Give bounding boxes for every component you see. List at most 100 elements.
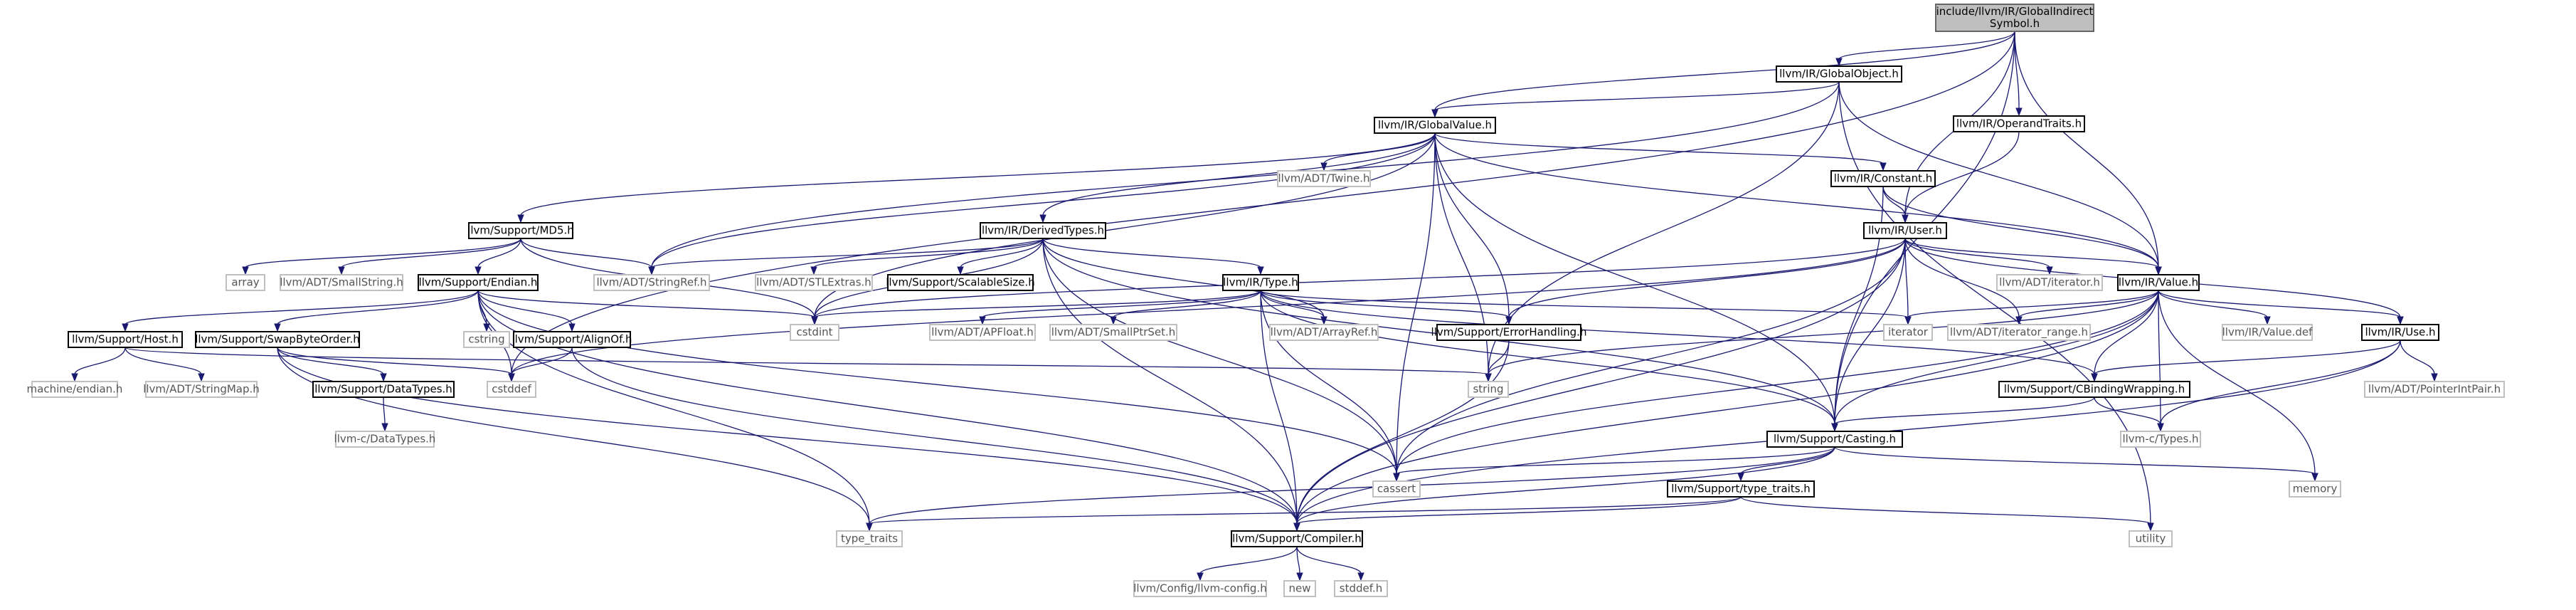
edge-swapbyteorder-to-datatypes	[277, 347, 387, 382]
node-stddef: stddef.h	[1334, 580, 1388, 597]
node-label: llvm/Support/Endian.h	[419, 276, 538, 289]
node-label: memory	[2293, 483, 2338, 495]
edge-md5-to-endian	[475, 238, 521, 275]
node-box	[755, 274, 873, 291]
edge-derivedtypes-to-cassert	[1042, 238, 1400, 482]
edge-layer	[71, 31, 2438, 582]
node-box	[2361, 324, 2439, 341]
node-box	[463, 331, 510, 348]
edge-host-to-machineendian	[71, 347, 126, 382]
edge-globalvalue-to-constant	[1434, 132, 1887, 172]
node-box	[487, 381, 536, 398]
edge-typetraitsh-to-compiler	[1293, 496, 1742, 532]
node-stlextras: llvm/ADT/STLExtras.h	[755, 274, 873, 291]
edge-typetraitsh-to-type_traits	[866, 496, 1742, 532]
node-label: llvm/ADT/APFloat.h	[931, 326, 1034, 339]
node-label: type_traits	[841, 532, 898, 546]
node-label: llvm-c/Types.h	[2122, 433, 2198, 446]
edge-md5-to-array	[242, 238, 521, 275]
node-box	[2364, 381, 2505, 398]
node-typetraitsh[interactable]: llvm/Support/type_traits.h	[1667, 480, 1815, 498]
node-label: llvm/ADT/ArrayRef.h	[1271, 326, 1378, 339]
node-box	[1947, 324, 2091, 341]
node-array: array	[226, 274, 265, 291]
edge-globalvalue-to-string	[1434, 132, 1492, 382]
node-globalvalue[interactable]: llvm/IR/GlobalValue.h	[1374, 117, 1496, 134]
node-scalablesize[interactable]: llvm/Support/ScalableSize.h	[886, 274, 1035, 291]
edge-value-to-casting	[1831, 290, 2159, 432]
node-label: new	[1288, 582, 1310, 595]
edge-value-to-ctypes	[2157, 290, 2164, 432]
edge-derivedtypes-to-stlextras	[810, 238, 1044, 275]
node-arrayref: llvm/ADT/ArrayRef.h	[1269, 324, 1379, 341]
edge-globalvalue-to-cstdint	[811, 132, 1436, 325]
edge-type-to-cassert	[1260, 290, 1400, 482]
node-type[interactable]: llvm/IR/Type.h	[1222, 274, 1299, 291]
node-machineendian: machine/endian.h	[27, 381, 122, 398]
node-smallptrset: llvm/ADT/SmallPtrSet.h	[1049, 324, 1177, 341]
edge-globalobject-to-globalvalue	[1431, 81, 1840, 118]
node-smallstring: llvm/ADT/SmallString.h	[280, 274, 403, 291]
node-label: llvm/ADT/Twine.h	[1278, 172, 1369, 185]
node-box	[280, 274, 403, 291]
node-label: llvm/Support/Compiler.h	[1232, 532, 1362, 545]
node-box	[2222, 324, 2313, 341]
node-alignof[interactable]: llvm/Support/AlignOf.h	[512, 331, 632, 348]
node-box	[2129, 530, 2173, 547]
node-casting[interactable]: llvm/Support/Casting.h	[1766, 431, 1903, 448]
node-label: llvm/IR/User.h	[1868, 224, 1942, 237]
node-swapbyteorder[interactable]: llvm/Support/SwapByteOrder.h	[195, 331, 360, 348]
node-iteratorrange: llvm/ADT/iterator_range.h	[1947, 324, 2091, 341]
node-label: llvm/ADT/iterator_range.h	[1950, 326, 2088, 340]
edge-user-to-errorhandling	[1505, 238, 1906, 325]
node-label: llvm-c/DataTypes.h	[334, 433, 436, 446]
node-type_traits: type_traits	[836, 530, 903, 547]
node-box	[1953, 115, 2085, 132]
node-twine: llvm/ADT/Twine.h	[1277, 170, 1371, 187]
node-label: array	[231, 276, 259, 289]
edge-type-to-apfloat	[979, 290, 1261, 325]
node-label: llvm/ADT/StringRef.h	[596, 276, 706, 289]
node-cstddef: cstddef	[487, 381, 536, 398]
node-box	[1863, 222, 1947, 239]
node-box	[887, 274, 1034, 291]
node-label: Symbol.h	[1990, 17, 2040, 30]
node-box	[2289, 480, 2341, 498]
node-label: utility	[2136, 532, 2166, 545]
node-label: llvm/Support/Casting.h	[1774, 433, 1896, 446]
node-label: llvm/ADT/SmallString.h	[280, 276, 403, 289]
node-user[interactable]: llvm/IR/User.h	[1863, 222, 1947, 239]
edge-type-to-smallptrset	[1110, 290, 1261, 325]
node-box	[1468, 381, 1509, 398]
node-errorhandling[interactable]: llvm/Support/ErrorHandling.h	[1431, 324, 1587, 341]
node-label: llvm/Config/llvm-config.h	[1133, 582, 1266, 595]
edge-derivedtypes-to-scalablesize	[957, 238, 1044, 275]
node-constant[interactable]: llvm/IR/Constant.h	[1830, 170, 1936, 187]
node-new: new	[1283, 580, 1316, 597]
edge-derivedtypes-to-stringref	[648, 238, 1044, 275]
node-derivedtypes[interactable]: llvm/IR/DerivedTypes.h	[980, 222, 1106, 239]
node-value[interactable]: llvm/IR/Value.h	[2117, 274, 2200, 291]
node-md5[interactable]: llvm/Support/MD5.h	[467, 222, 574, 239]
node-label: llvm/Support/AlignOf.h	[512, 333, 632, 346]
node-box	[195, 331, 360, 348]
node-box	[1667, 480, 1815, 498]
node-box	[31, 381, 118, 398]
node-endian[interactable]: llvm/Support/Endian.h	[418, 274, 539, 291]
node-box	[790, 324, 839, 341]
node-compiler[interactable]: llvm/Support/Compiler.h	[1231, 530, 1363, 547]
node-host[interactable]: llvm/Support/Host.h	[68, 331, 183, 348]
node-cbindingwrapping[interactable]: llvm/Support/CBindingWrapping.h	[1998, 381, 2190, 398]
node-box	[1372, 480, 1421, 498]
node-operandtraits[interactable]: llvm/IR/OperandTraits.h	[1953, 115, 2085, 132]
node-box	[1935, 4, 2094, 32]
node-box	[513, 331, 631, 348]
node-globalobject[interactable]: llvm/IR/GlobalObject.h	[1776, 65, 1902, 83]
node-datatypes[interactable]: llvm/Support/DataTypes.h	[312, 381, 455, 398]
node-box	[1334, 580, 1388, 597]
node-use[interactable]: llvm/IR/Use.h	[2361, 324, 2439, 341]
edge-cbindingwrapping-to-casting	[1831, 396, 2095, 432]
node-adtiterator: llvm/ADT/iterator.h	[1996, 274, 2103, 291]
